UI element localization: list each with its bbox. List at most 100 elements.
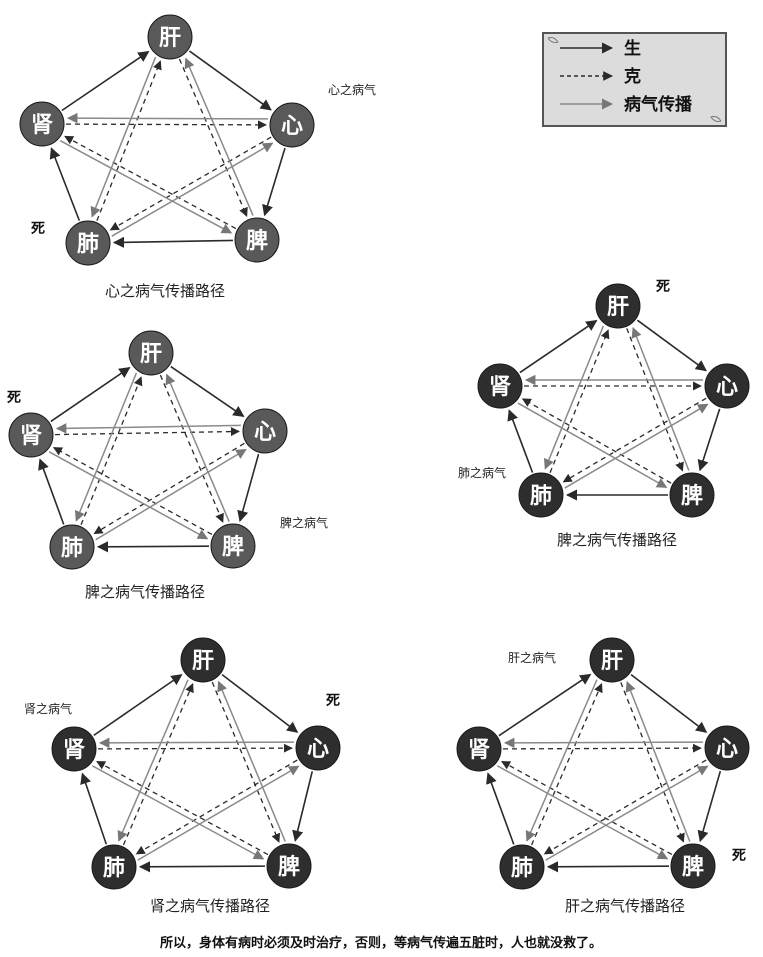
ke-arrow xyxy=(64,135,237,230)
organ-node-shen xyxy=(456,726,502,772)
sheng-arrow xyxy=(630,673,708,733)
organ-node-gan xyxy=(128,330,174,376)
legend-sheng-label: 生 xyxy=(624,38,641,59)
sheng-arrow xyxy=(50,367,131,423)
sheng-arrow xyxy=(188,50,272,111)
transmission-arrow xyxy=(59,140,233,234)
sheng-arrow xyxy=(262,147,286,217)
transmission-arrow xyxy=(74,372,138,522)
ke-arrow xyxy=(96,60,162,221)
caption-kidney: 肾之病气传播路径 xyxy=(150,897,270,915)
ke-arrow xyxy=(521,398,672,484)
organ-node-fei xyxy=(49,524,95,570)
transmission-arrow xyxy=(496,765,669,860)
corner-ornament-icon xyxy=(547,37,559,43)
transmission-arrow xyxy=(117,679,189,842)
organ-node-gan xyxy=(147,14,193,60)
conclusion-text: 所以，身体有病时必须及时治疗，否则，等病气传遍五脏时，人也就没救了。 xyxy=(160,935,602,951)
sheng-arrow xyxy=(49,147,81,221)
organ-node-xin xyxy=(269,102,315,148)
sheng-arrow xyxy=(221,673,299,733)
sheng-arrow xyxy=(697,770,722,843)
organ-label-fei: 肺 xyxy=(61,536,83,561)
ke-arrow xyxy=(211,681,281,843)
organ-label-xin: 心 xyxy=(254,420,276,445)
ke-arrow xyxy=(549,329,610,474)
organ-label-shen: 肾 xyxy=(489,375,511,400)
transmission-arrow xyxy=(503,737,703,749)
organ-node-fei xyxy=(499,844,545,890)
transmission-arrow xyxy=(545,765,709,861)
organ-node-pi xyxy=(669,472,715,518)
caption-heart: 心之病气传播路径 xyxy=(105,282,225,300)
ke-arrow xyxy=(96,760,269,856)
transmission-arrow xyxy=(564,403,709,489)
transmission-arrow xyxy=(137,765,300,861)
organ-node-xin xyxy=(295,725,341,771)
sheng-arrow xyxy=(93,674,183,737)
organ-node-gan xyxy=(589,637,635,683)
ke-arrow xyxy=(93,442,245,535)
transmission-arrow xyxy=(66,112,269,124)
organ-label-pi: 脾 xyxy=(682,855,704,880)
caption-lung: 脾之病气传播路径 xyxy=(557,531,677,549)
legend: 生 克 病气传播 xyxy=(542,32,727,127)
death-mark: 死 xyxy=(325,693,340,709)
transmission-arrow xyxy=(91,765,265,860)
organ-label-fei: 肺 xyxy=(77,232,99,257)
organ-node-gan xyxy=(595,283,641,329)
caption-liver: 肝之病气传播路径 xyxy=(565,897,685,915)
sheng-arrow xyxy=(697,408,721,472)
transmission-arrow xyxy=(95,448,247,541)
organ-node-xin xyxy=(242,408,288,454)
caption-spleen: 脾之病气传播路径 xyxy=(85,583,205,601)
ke-arrow xyxy=(562,397,707,483)
organ-label-pi: 脾 xyxy=(681,484,703,509)
sheng-arrow xyxy=(507,409,534,473)
ke-arrow xyxy=(122,683,194,846)
sheng-arrow xyxy=(237,453,260,523)
transmission-arrow xyxy=(48,451,209,540)
sheng-arrow xyxy=(292,771,314,842)
legend-chuanbo-label: 病气传播 xyxy=(624,94,693,115)
legend-ke-label: 克 xyxy=(624,66,641,87)
organ-node-fei xyxy=(65,220,111,266)
source-label-lung: 肺之病气 xyxy=(458,465,506,480)
sheng-arrow xyxy=(498,673,592,737)
ke-arrow xyxy=(65,120,267,130)
transmission-arrow xyxy=(165,373,230,522)
organ-node-xin xyxy=(704,725,750,771)
transmission-arrow xyxy=(525,679,598,842)
ke-arrow xyxy=(626,328,684,472)
organ-node-shen xyxy=(8,412,54,458)
ke-arrow xyxy=(620,682,685,843)
ke-arrow xyxy=(159,374,224,523)
sheng-arrow xyxy=(112,236,234,248)
ke-arrow xyxy=(502,743,702,753)
transmission-arrow xyxy=(90,56,157,218)
organ-node-shen xyxy=(477,363,523,409)
ke-arrow xyxy=(543,759,707,855)
organ-node-shen xyxy=(19,101,65,147)
ke-arrow xyxy=(109,136,272,231)
death-mark: 死 xyxy=(731,848,746,864)
transmission-arrow xyxy=(625,681,691,842)
transmission-arrow xyxy=(98,737,294,749)
ke-arrow xyxy=(135,759,298,855)
transmission-arrow xyxy=(631,327,690,471)
sheng-arrow xyxy=(61,50,150,112)
organ-node-pi xyxy=(210,523,256,569)
sheng-arrow xyxy=(96,541,210,553)
organ-label-xin: 心 xyxy=(716,375,738,400)
source-label-heart: 心之病气 xyxy=(328,82,376,97)
organ-label-gan: 肝 xyxy=(140,342,162,367)
sheng-arrow xyxy=(80,772,108,845)
organ-node-xin xyxy=(704,363,750,409)
transmission-arrow xyxy=(55,423,241,434)
ke-arrow xyxy=(97,743,293,753)
organ-label-xin: 心 xyxy=(716,737,738,762)
sheng-arrow xyxy=(138,861,266,873)
transmission-arrow xyxy=(543,325,605,470)
